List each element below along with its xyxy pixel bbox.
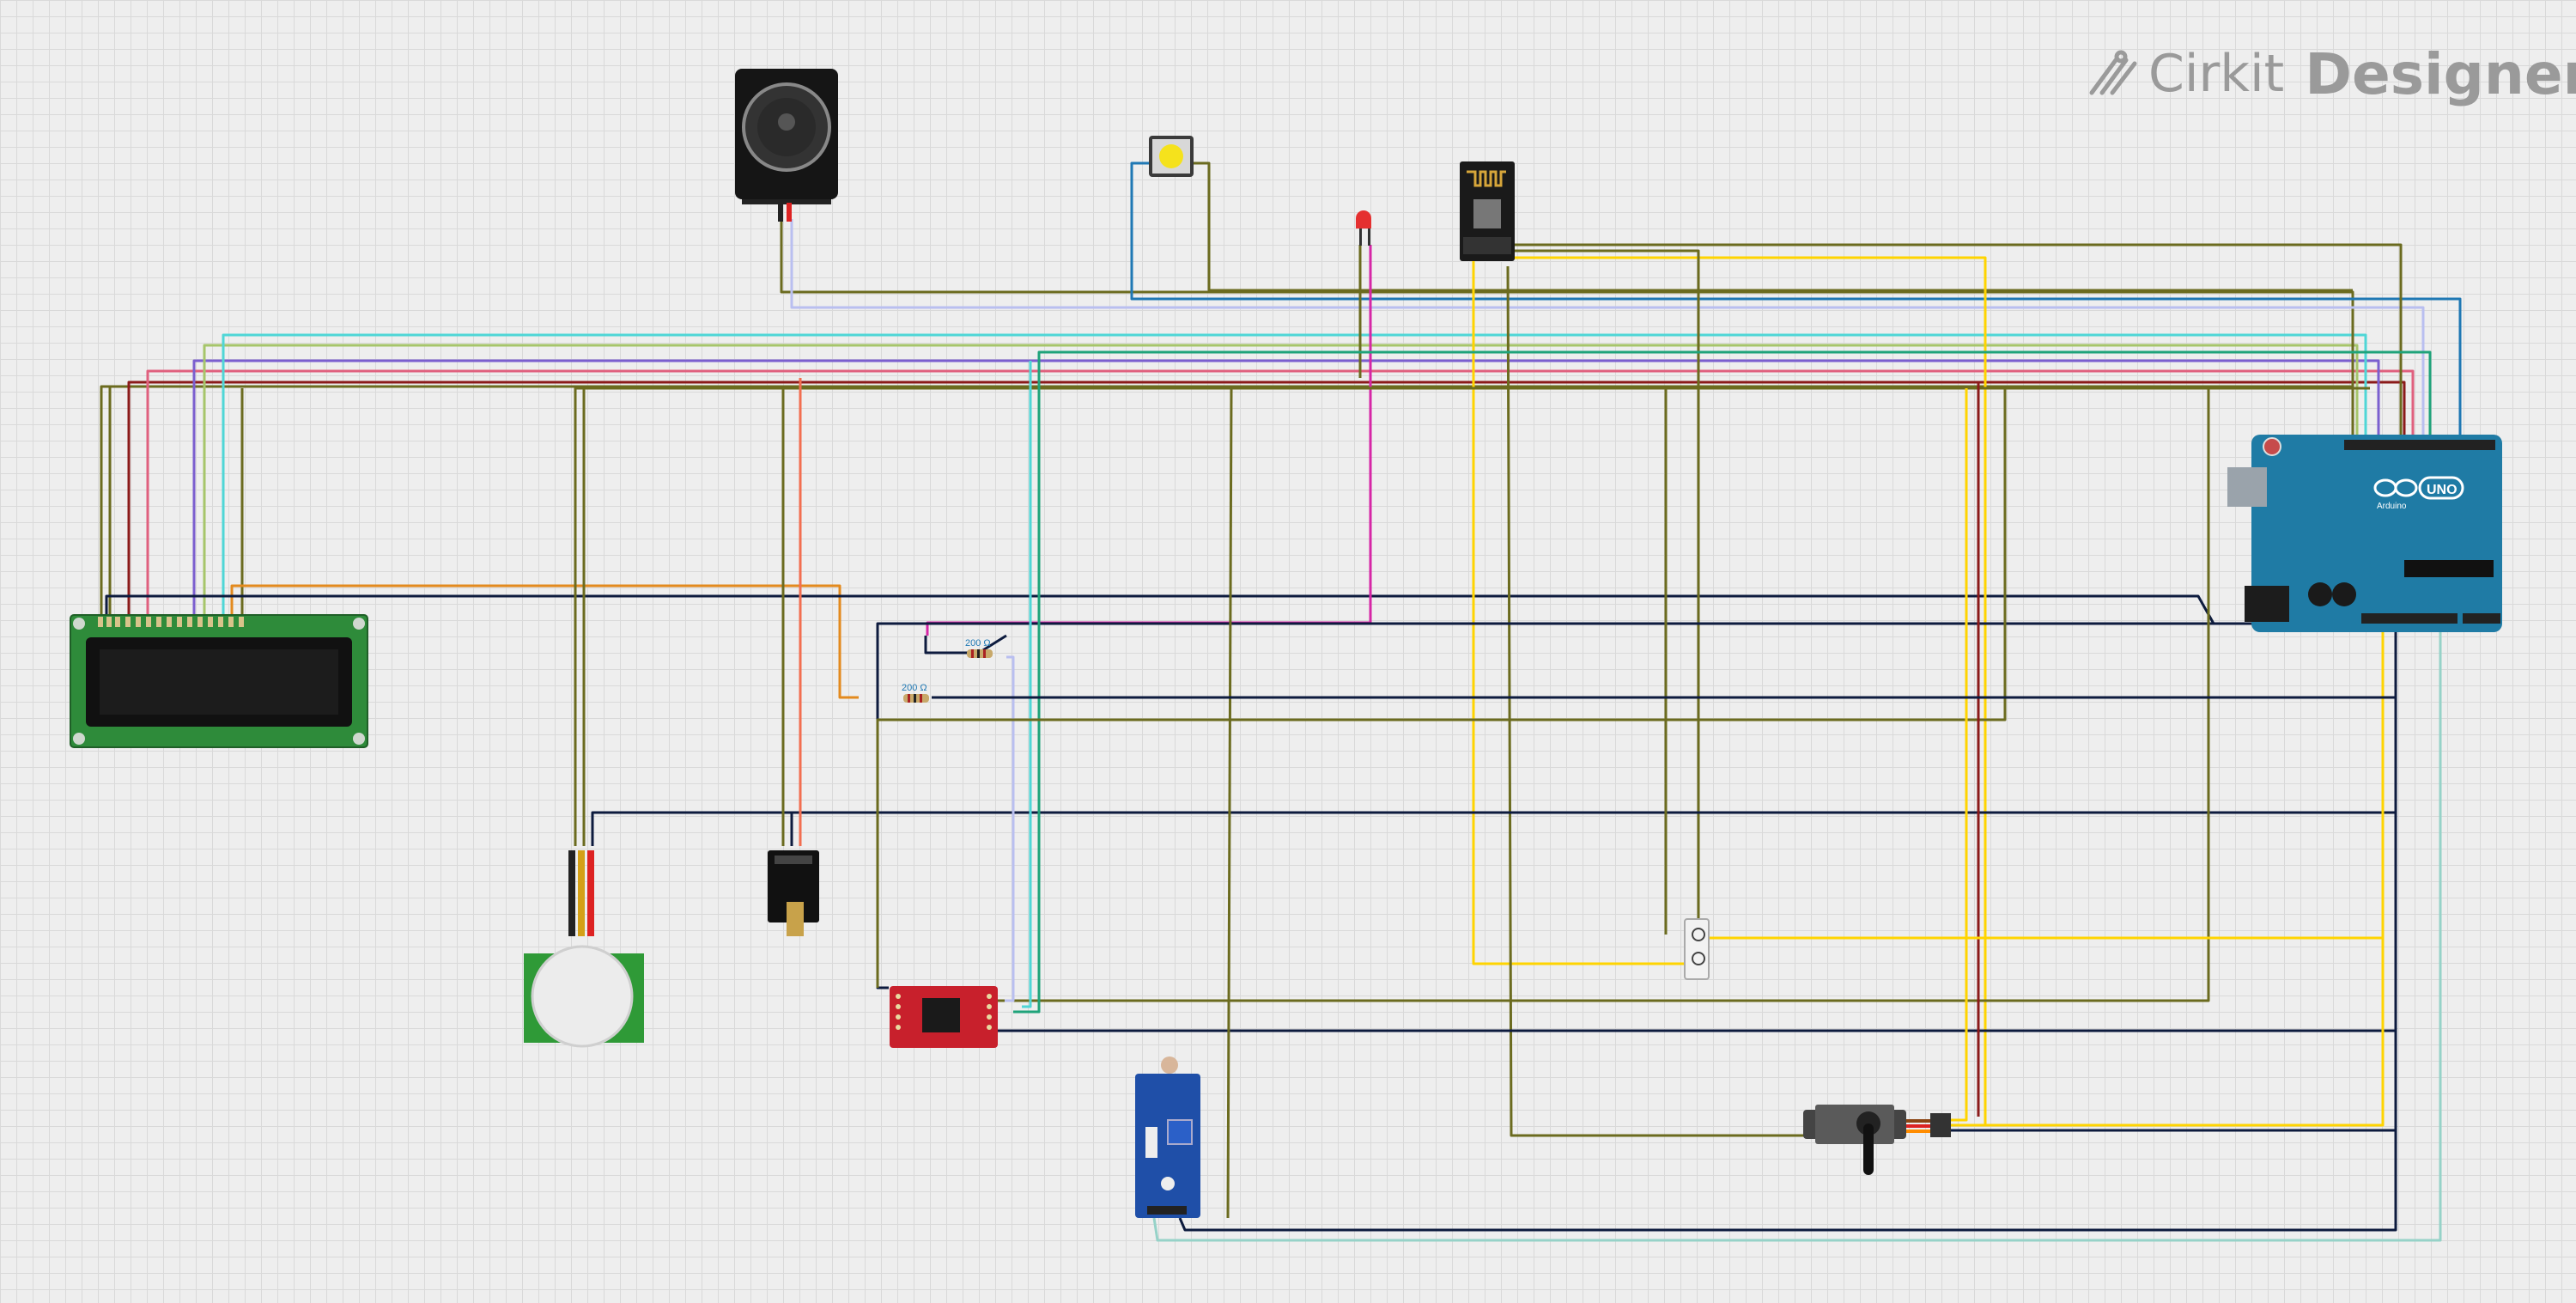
wire — [1130, 161, 2462, 438]
brand-name-designer: Designer — [2305, 40, 2576, 107]
wire — [876, 622, 2396, 989]
ky-sensor-module[interactable] — [768, 850, 819, 936]
cirkit-designer-logo: Cirkit Designer — [2087, 40, 2576, 108]
arduino-uno-logo: UNO — [2427, 483, 2458, 497]
wire — [924, 634, 1007, 655]
wire — [926, 245, 1372, 636]
wire — [1947, 388, 1968, 1122]
wire — [996, 388, 2210, 1002]
wire — [222, 333, 2367, 623]
arduino-uno-board[interactable]: UNO Arduino — [2227, 435, 2502, 632]
resistor-mid-label: 200 Ω — [902, 683, 927, 693]
wire — [230, 584, 859, 699]
wire — [146, 369, 2415, 623]
resistor-top[interactable]: 200 Ω — [965, 638, 993, 658]
speaker[interactable] — [735, 69, 838, 222]
resistor-mid[interactable]: 200 Ω — [902, 683, 929, 703]
wire — [1226, 387, 1233, 1219]
resistor-top-label: 200 Ω — [965, 638, 991, 648]
wire — [1013, 350, 2432, 1014]
wires — [100, 161, 2462, 1242]
hx711-module[interactable] — [890, 986, 998, 1048]
wire — [780, 219, 2354, 438]
wire — [1511, 243, 2403, 438]
wire — [1949, 624, 2385, 1127]
wire — [1152, 624, 2442, 1242]
wire — [574, 387, 2370, 846]
wire — [127, 381, 2406, 623]
wire — [203, 344, 2359, 623]
esp01-wifi-module[interactable] — [1460, 161, 1515, 261]
arduino-name: Arduino — [2377, 502, 2407, 511]
wire — [1506, 265, 1812, 1137]
wire — [1511, 249, 1700, 940]
wire — [876, 388, 2007, 988]
wire — [790, 219, 2425, 438]
wire — [105, 594, 2396, 625]
wire — [1022, 361, 1032, 1008]
wire — [1472, 258, 1685, 965]
wire — [1178, 624, 2397, 1232]
pir-motion-sensor[interactable] — [524, 850, 644, 1048]
wire — [591, 624, 2397, 846]
wire — [192, 359, 2380, 623]
wire — [1709, 624, 2385, 940]
pushbutton[interactable] — [1149, 136, 1194, 177]
brand-name-cirkit: Cirkit — [2148, 44, 2285, 104]
wire — [1194, 161, 2353, 292]
wire — [100, 385, 2354, 623]
small-sensor-part[interactable] — [1684, 918, 1710, 980]
wire — [1511, 256, 1987, 1125]
cirkit-logo-icon — [2089, 50, 2137, 95]
red-led[interactable] — [1356, 210, 1371, 246]
ldr-light-sensor-module[interactable] — [1135, 1056, 1200, 1218]
lcd-16x2-display[interactable] — [70, 614, 368, 748]
wire — [1005, 655, 1015, 1002]
servo-motor[interactable] — [1803, 1105, 1951, 1175]
